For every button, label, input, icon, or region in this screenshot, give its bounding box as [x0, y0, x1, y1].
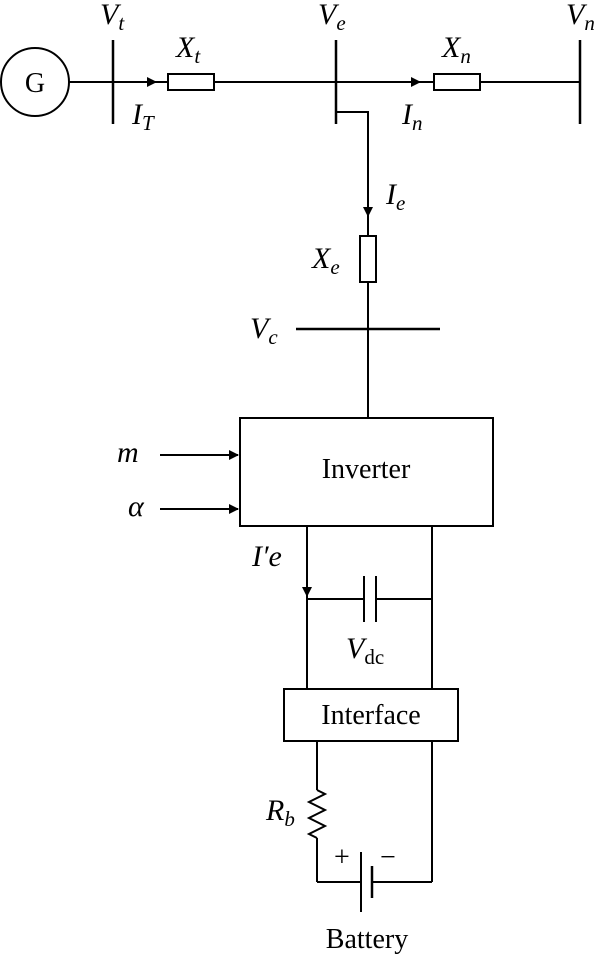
vdc-label: Vdc [346, 632, 384, 669]
input-alpha-label: α [128, 490, 145, 523]
interface-block [283, 688, 459, 742]
battery-label: Battery [326, 924, 408, 955]
resistor-rb-label: Rb [265, 794, 295, 831]
inverter-block [239, 417, 494, 527]
bus-vc-label: Vc [250, 312, 278, 349]
current-in-label: In [401, 98, 423, 135]
reactance-xn-label: Xn [441, 31, 471, 68]
current-it-label: IT [131, 98, 155, 135]
input-m-label: m [117, 436, 139, 469]
current-ie-prime-label: I′e [251, 540, 282, 573]
reactance-xe-label: Xe [311, 242, 340, 279]
battery-plus-label: + [334, 842, 350, 873]
bus-ve-label: Ve [318, 0, 346, 35]
bus-vt-label: Vt [100, 0, 125, 35]
bus-vn-label: Vn [566, 0, 595, 35]
reactance-xe [359, 235, 377, 283]
branch-ve [336, 111, 369, 236]
current-ie-label: Ie [385, 178, 405, 215]
interface-label: Interface [321, 700, 420, 731]
reactance-xn [433, 73, 481, 91]
generator-label: G [25, 68, 45, 99]
inverter-label: Inverter [322, 454, 411, 485]
reactance-xt-label: Xt [175, 31, 201, 68]
resistor-rb [306, 789, 328, 839]
reactance-xt [167, 73, 215, 91]
battery-minus-label: − [380, 842, 396, 873]
